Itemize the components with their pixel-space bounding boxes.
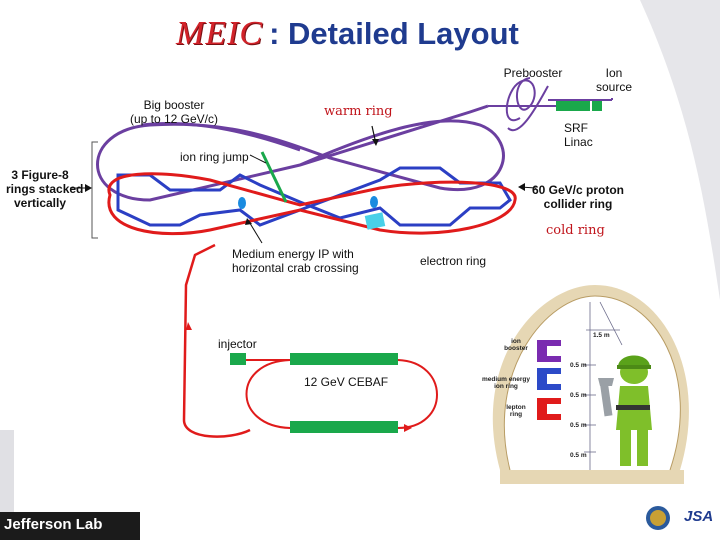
- meic-logo: MEIC: [176, 15, 264, 52]
- dim-3-label: 0.5 m: [570, 422, 587, 429]
- warm-ring-label: warm ring: [324, 104, 393, 119]
- ip-marker-left: [238, 197, 246, 209]
- electron-ring-path: [107, 172, 517, 438]
- corner-decoration: [640, 0, 720, 300]
- ion-ring: [96, 104, 505, 202]
- ion-source-box: [592, 101, 602, 111]
- srf-linac-bar: [556, 101, 590, 111]
- srf-linac-label: SRF Linac: [564, 121, 593, 149]
- proton-ring-label: 60 GeV/c proton collider ring: [531, 183, 625, 211]
- prebooster-loop: [505, 77, 613, 132]
- medium-ip-label: Medium energy IP with horizontal crab cr…: [232, 247, 359, 275]
- dim-top-label: 1.5 m: [593, 332, 610, 339]
- footer-bar: [0, 512, 140, 540]
- detector-box: [364, 212, 386, 230]
- tunnel-ion-booster: [537, 340, 561, 362]
- page-title: : Detailed Layout: [269, 16, 519, 51]
- cebaf-linac-bottom: [290, 421, 398, 433]
- electron-ring-label: electron ring: [420, 254, 487, 268]
- injector-box: [230, 353, 246, 365]
- tunnel-ion-booster-label: ion booster: [504, 338, 528, 352]
- jsa-logo: JSA: [684, 508, 714, 525]
- tunnel-lepton-label: lepton ring: [506, 404, 526, 418]
- worker-icon: [598, 355, 652, 466]
- ip-marker-right: [370, 196, 378, 208]
- ion-ring-jump-line: [260, 151, 288, 203]
- big-booster-label: Big booster (up to 12 GeV/c): [129, 98, 219, 126]
- injector-label: injector: [218, 337, 257, 351]
- dim-4-label: 0.5 m: [570, 452, 587, 459]
- tunnel-dimension-lines: [584, 301, 623, 470]
- ion-source-label: Ion source: [595, 66, 633, 94]
- cold-ring-label: cold ring: [546, 223, 605, 238]
- fig8-rings-label: 3 Figure-8 rings stacked vertically: [6, 168, 84, 210]
- tunnel-lepton-ring: [537, 398, 561, 420]
- ion-jump-arrow: [249, 154, 267, 164]
- stack-bracket: [91, 141, 98, 239]
- tunnel-medium-energy-label: medium energy ion ring: [481, 376, 531, 390]
- left-decoration: [0, 430, 14, 512]
- doe-seal-inner: [650, 510, 666, 526]
- cebaf-racetrack: [245, 359, 438, 429]
- cebaf-label: 12 GeV CEBAF: [304, 375, 389, 389]
- jefferson-lab-logo: Jefferson Lab: [4, 516, 103, 533]
- cebaf-arrow: [404, 424, 412, 432]
- cebaf-linac-top: [290, 353, 398, 365]
- dim-2-label: 0.5 m: [570, 392, 587, 399]
- prebooster-label: Prebooster: [503, 66, 563, 80]
- dim-1-label: 0.5 m: [570, 362, 587, 369]
- proton-collider-ring: [116, 166, 512, 227]
- tunnel-medium-ring: [537, 368, 561, 390]
- slide-title: MEIC : Detailed Layout: [176, 12, 519, 56]
- ion-ring-jump-label: ion ring jump: [180, 150, 249, 164]
